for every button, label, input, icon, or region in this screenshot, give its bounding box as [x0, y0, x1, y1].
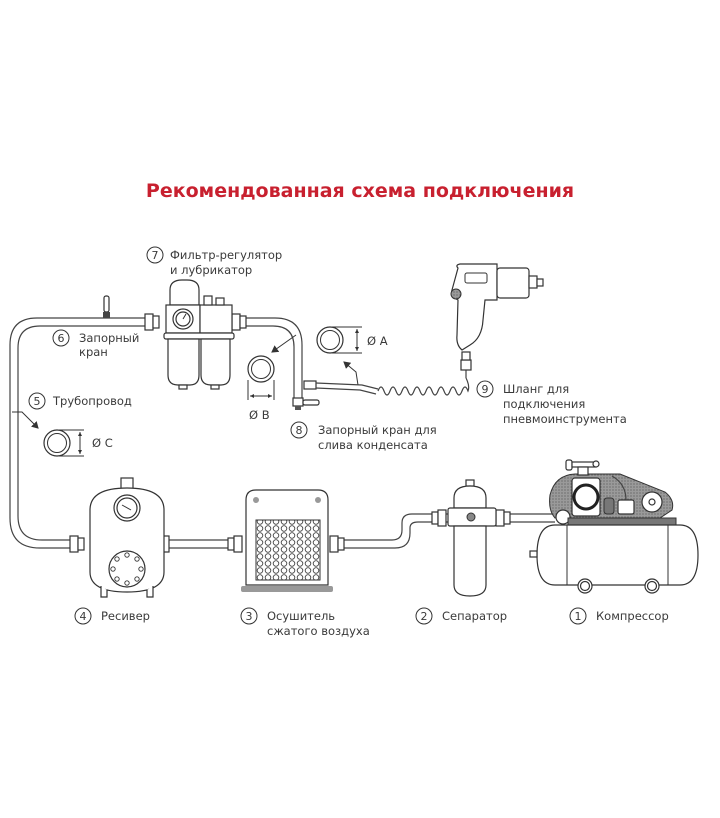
filter-regulator-icon — [163, 279, 235, 390]
svg-text:Фильтр-регулятор: Фильтр-регулятор — [170, 248, 282, 262]
pipeline — [9, 317, 555, 549]
receiver-icon — [89, 477, 165, 598]
svg-text:2: 2 — [421, 610, 428, 623]
svg-text:Трубопровод: Трубопровод — [52, 394, 132, 408]
label-separator: 2 Сепаратор — [415, 607, 507, 625]
svg-text:Компрессор: Компрессор — [596, 609, 669, 623]
svg-text:пневмоинструмента: пневмоинструмента — [503, 412, 627, 426]
compressor-icon — [529, 459, 699, 594]
svg-text:Шланг для: Шланг для — [503, 382, 569, 396]
label-receiver: 4 Ресивер — [74, 607, 150, 625]
label-hose: 9 Шланг для подключения пневмоинструмент… — [476, 380, 627, 426]
label-pipeline: 5 Трубопровод — [28, 392, 132, 410]
air-dryer-icon — [241, 489, 333, 592]
svg-text:7: 7 — [152, 249, 159, 262]
svg-text:5: 5 — [34, 395, 41, 408]
svg-text:подключения: подключения — [503, 397, 585, 411]
diameter-b-label: Ø B — [249, 408, 270, 422]
diagram-title: Рекомендованная схема подключения — [145, 180, 575, 202]
fittings — [69, 313, 511, 553]
drain-valve-icon — [292, 397, 320, 410]
label-compressor: 1 Компрессор — [569, 607, 669, 625]
svg-text:Ресивер: Ресивер — [101, 609, 150, 623]
svg-text:сжатого воздуха: сжатого воздуха — [267, 624, 370, 638]
svg-text:9: 9 — [482, 383, 489, 396]
svg-text:Осушитель: Осушитель — [267, 609, 335, 623]
label-filter-regulator: 7 Фильтр-регулятор и лубрикатор — [146, 246, 282, 277]
diameter-b-icon — [247, 334, 297, 400]
svg-text:Запорный кран для: Запорный кран для — [318, 423, 437, 437]
svg-text:1: 1 — [575, 610, 582, 623]
label-drain-valve: 8 Запорный кран для слива конденсата — [290, 421, 437, 452]
svg-text:3: 3 — [246, 610, 253, 623]
diameter-a-icon — [316, 326, 362, 386]
svg-text:слива конденсата: слива конденсата — [318, 438, 428, 452]
label-shutoff-valve: 6 Запорный кран — [52, 329, 139, 359]
svg-text:Запорный: Запорный — [79, 331, 139, 345]
coiled-hose-icon — [303, 351, 472, 396]
svg-text:и лубрикатор: и лубрикатор — [170, 263, 252, 277]
svg-text:6: 6 — [58, 332, 65, 345]
separator-icon — [447, 479, 497, 597]
svg-text:Сепаратор: Сепаратор — [442, 609, 507, 623]
diameter-c-icon — [12, 411, 84, 457]
shutoff-valve-icon — [103, 295, 110, 318]
svg-text:8: 8 — [296, 424, 303, 437]
svg-text:4: 4 — [80, 610, 87, 623]
svg-text:кран: кран — [79, 345, 108, 359]
diameter-a-label: Ø A — [367, 334, 388, 348]
impact-wrench-icon — [450, 263, 544, 351]
diameter-c-label: Ø C — [92, 436, 113, 450]
label-dryer: 3 Осушитель сжатого воздуха — [240, 607, 370, 638]
